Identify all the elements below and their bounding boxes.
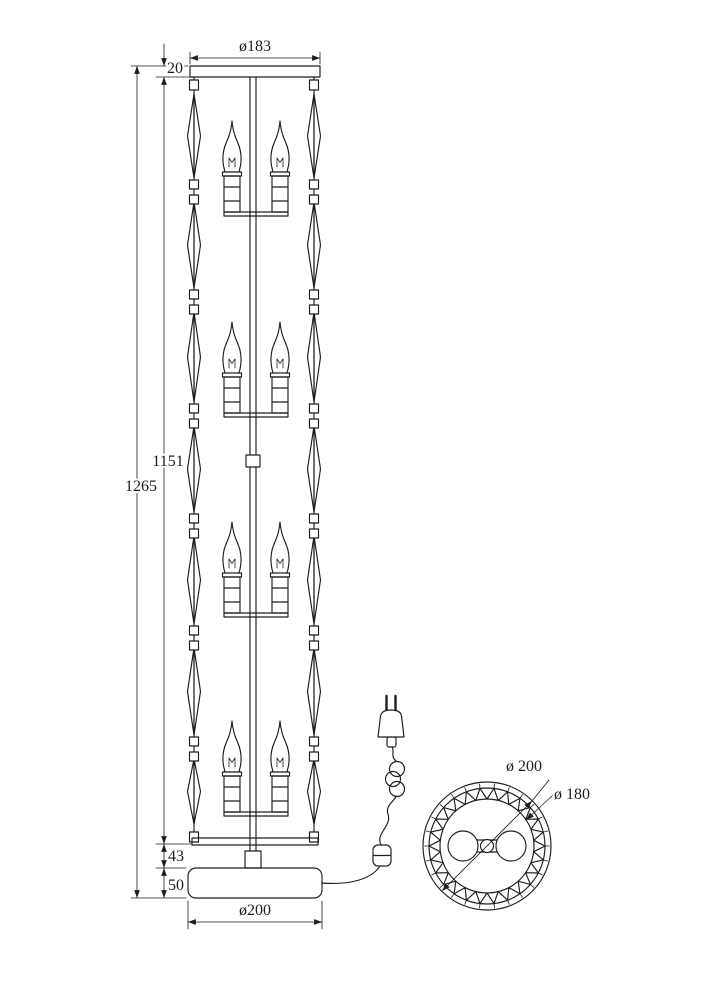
candle-bulb bbox=[221, 321, 243, 414]
cord-coil bbox=[388, 780, 406, 798]
top-view: ø 200 ø 180 bbox=[422, 756, 592, 911]
elevation-view bbox=[186, 65, 323, 899]
crystal-clamps-right bbox=[308, 79, 320, 843]
dim-label-top-diameter: ø183 bbox=[239, 38, 271, 55]
candle-bulb bbox=[269, 321, 291, 414]
candle-bulb bbox=[221, 521, 243, 614]
dim-label-body-height: 1151 bbox=[152, 453, 183, 470]
cord-base-to-switch bbox=[321, 865, 381, 884]
crystal-strip-right bbox=[306, 93, 322, 825]
bottom-ring bbox=[191, 837, 319, 846]
candle-bulb bbox=[269, 120, 291, 213]
bulb-arm bbox=[223, 211, 289, 217]
bulb-tier-3 bbox=[221, 521, 291, 618]
lamp-base bbox=[187, 867, 323, 899]
candle-bulb bbox=[221, 720, 243, 813]
cord-coil bbox=[388, 760, 406, 778]
pole-base-collar bbox=[244, 850, 262, 869]
bulb-tier-1 bbox=[221, 120, 291, 217]
bulb-arm bbox=[223, 612, 289, 618]
top-view-dimensions: ø 200 ø 180 bbox=[441, 756, 592, 892]
top-plate bbox=[189, 65, 321, 78]
candle-bulb bbox=[269, 521, 291, 614]
bulb-tier-4 bbox=[221, 720, 291, 817]
bulb-circle-left bbox=[447, 830, 479, 862]
dim-label-base-gap: 43 bbox=[168, 848, 184, 865]
dimensions: ø183 1265 1151 20 43 50 ø200 bbox=[123, 36, 323, 930]
candle-bulb bbox=[269, 720, 291, 813]
bulb-tier-2 bbox=[221, 321, 291, 418]
power-cord bbox=[321, 694, 406, 884]
dim-label-plate-thickness: 20 bbox=[167, 60, 183, 77]
dim-label-outer-diameter: ø 200 bbox=[506, 758, 542, 775]
outer-rim-circle bbox=[422, 781, 552, 911]
dim-line-outer-diameter bbox=[441, 800, 533, 892]
dim-label-total-height: 1265 bbox=[125, 478, 157, 495]
plug-body bbox=[377, 709, 405, 738]
pole-joint bbox=[245, 454, 261, 468]
dim-label-base-height: 50 bbox=[168, 877, 184, 894]
leader-line bbox=[531, 779, 550, 802]
cord-coil-to-plug bbox=[391, 746, 397, 762]
dim-line-ring-diameter bbox=[525, 794, 554, 821]
cord-switch-to-coil bbox=[379, 795, 397, 846]
cord-coil bbox=[384, 770, 402, 788]
plug-neck bbox=[386, 736, 397, 748]
dim-label-ring-diameter: ø 180 bbox=[554, 786, 590, 803]
crystal-strip-left bbox=[186, 93, 202, 825]
bulb-circle-right bbox=[495, 830, 527, 862]
bulb-arm bbox=[223, 412, 289, 418]
dim-label-base-diameter: ø200 bbox=[239, 902, 271, 919]
crystal-ring-ticks bbox=[424, 783, 550, 909]
candle-bulb bbox=[221, 120, 243, 213]
bulb-arm bbox=[223, 811, 289, 817]
crystal-clamps-left bbox=[188, 79, 200, 843]
